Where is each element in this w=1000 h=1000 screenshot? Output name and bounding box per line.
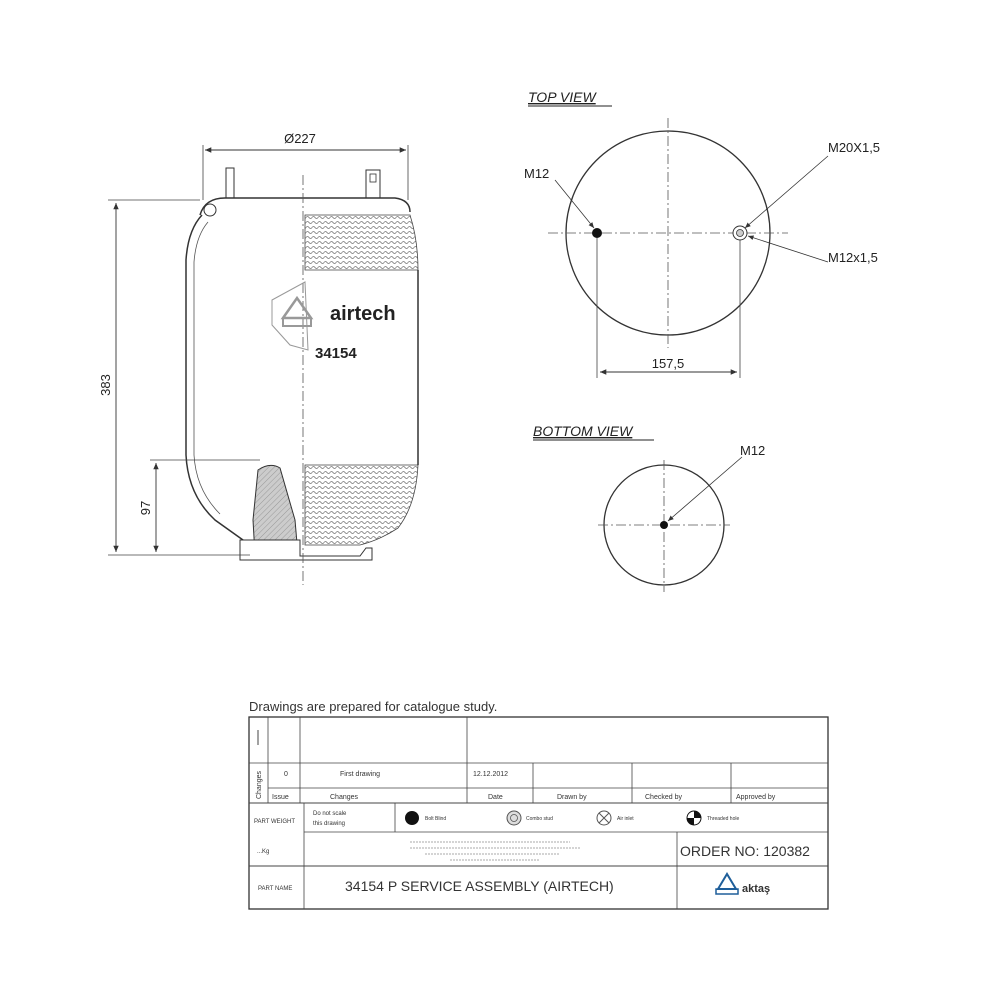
bottom-hole-label: M12 (740, 443, 765, 458)
bottom-view-title: BOTTOM VIEW (533, 423, 634, 439)
do-not-scale-text: Do not scale (313, 811, 347, 817)
header-approved-by: Approved by (736, 794, 776, 801)
company-name: aktaş (742, 883, 770, 895)
bottom-view: BOTTOM VIEW M12 (533, 423, 765, 592)
catalogue-note: Drawings are prepared for catalogue stud… (249, 699, 497, 714)
order-number: ORDER NO: 120382 (680, 843, 810, 859)
changes-side-label: Changes (256, 770, 263, 799)
threaded-hole-symbol (660, 521, 668, 529)
brand-logo (271, 281, 314, 351)
header-changes: Changes (330, 794, 359, 801)
issue-number: 0 (284, 771, 288, 778)
part-weight-label: PART WEIGHT (254, 819, 295, 825)
header-drawn-by: Drawn by (557, 794, 587, 801)
base-plate (239, 539, 373, 561)
header-date: Date (488, 794, 503, 801)
legend-combo-stud-icon (506, 810, 522, 826)
top-view-title: TOP VIEW (528, 89, 597, 105)
hole-spacing-label: 157,5 (652, 356, 685, 371)
legend-threaded-hole-icon (686, 810, 702, 826)
part-number-text: 34154 (315, 345, 357, 362)
top-right-hole-label: M12x1,5 (828, 250, 878, 265)
side-view: Ø227 airtech 34154 (98, 131, 419, 585)
part-name-label: PART NAME (258, 886, 292, 892)
legend-blind-bolt-label: Bolt Blind (425, 816, 446, 822)
kg-label: ...Kg (257, 849, 269, 855)
bellows-outline (185, 214, 251, 546)
issue-date: 12.12.2012 (473, 771, 508, 778)
header-checked-by: Checked by (645, 794, 682, 801)
legend-combo-stud-label: Combo stud (526, 816, 553, 822)
top-stud-left (225, 167, 235, 199)
header-issue: Issue (272, 794, 289, 801)
top-view: TOP VIEW M12 M20X1,5 M12x1,5 157,5 (524, 89, 880, 378)
brand-text: airtech (330, 303, 396, 325)
lower-height-label: 97 (138, 501, 153, 515)
top-right-thread-label: M20X1,5 (828, 140, 880, 155)
diameter-label: Ø227 (284, 131, 316, 146)
issue-description: First drawing (340, 771, 380, 778)
this-drawing-text: this drawing (313, 821, 345, 827)
top-left-hole-label: M12 (524, 166, 549, 181)
top-plate (199, 197, 411, 216)
height-label: 383 (98, 374, 113, 396)
legend-air-inlet-label: Air inlet (617, 816, 634, 822)
bellows-rib-top (304, 214, 419, 271)
legend-threaded-hole-label: Threaded hole (707, 816, 739, 822)
title-block: Drawings are prepared for catalogue stud… (248, 699, 829, 910)
legend-blind-bolt-icon (405, 811, 419, 825)
blind-bolt-symbol (592, 228, 602, 238)
bellows-rib-bottom (304, 464, 419, 546)
part-name: 34154 P SERVICE ASSEMBLY (AIRTECH) (345, 878, 614, 894)
company-logo (715, 872, 739, 895)
